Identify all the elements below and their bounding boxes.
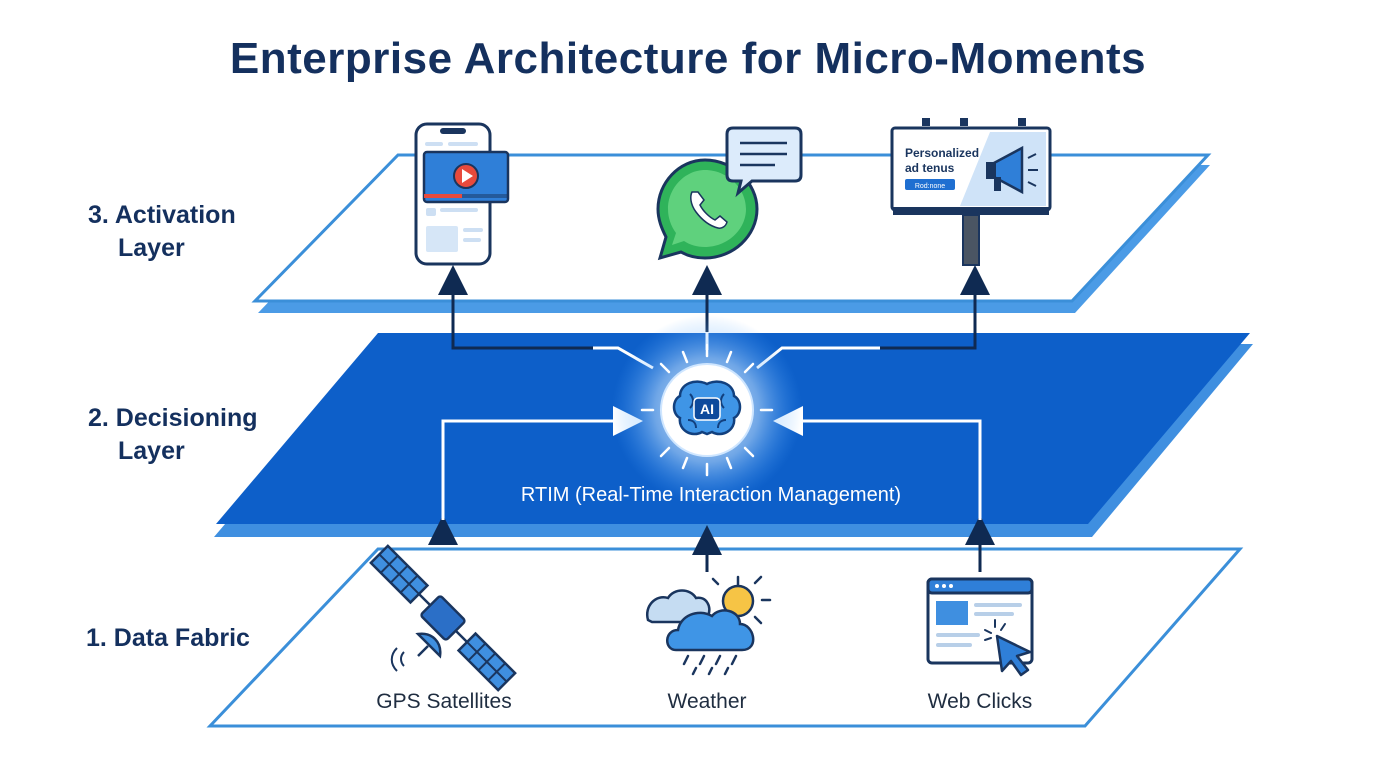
data-to-hub-arrows <box>428 406 995 572</box>
ai-hub: AI <box>612 315 802 505</box>
decisioning-layer-label: 2. Decisioning Layer <box>88 402 257 468</box>
satellite-icon <box>369 544 517 692</box>
billboard-megaphone-icon: Personalized ad tenus Rod:none <box>890 118 1052 266</box>
decisioning-layer-label-line1: 2. Decisioning <box>88 404 258 432</box>
activation-layer-label-line2: Layer <box>118 234 185 262</box>
weather-cloud-sun-icon <box>645 575 772 676</box>
data-fabric-layer-label-text: 1. Data Fabric <box>86 624 250 652</box>
billboard-headline-1: Personalized <box>905 146 979 160</box>
source-label-web-clicks: Web Clicks <box>927 690 1033 713</box>
brain-ai-icon: AI <box>672 380 742 436</box>
billboard-cta: Rod:none <box>915 183 945 190</box>
whatsapp-chat-icon <box>656 126 803 261</box>
decisioning-layer-label-line2: Layer <box>118 437 185 465</box>
data-fabric-layer-label: 1. Data Fabric <box>86 622 250 655</box>
source-label-gps: GPS Satellites <box>376 690 512 713</box>
megaphone-icon <box>986 145 1038 195</box>
activation-layer-label: 3. Activation Layer <box>88 199 236 265</box>
page-title: Enterprise Architecture for Micro-Moment… <box>229 34 1147 83</box>
smartphone-video-icon <box>414 122 510 266</box>
rtim-caption: RTIM (Real-Time Interaction Management) <box>520 484 902 506</box>
billboard-headline-2: ad tenus <box>905 161 955 175</box>
source-label-weather: Weather <box>667 690 747 713</box>
activation-layer-label-line1: 3. Activation <box>88 201 236 229</box>
ai-badge: AI <box>700 401 714 417</box>
browser-click-icon <box>926 577 1034 677</box>
